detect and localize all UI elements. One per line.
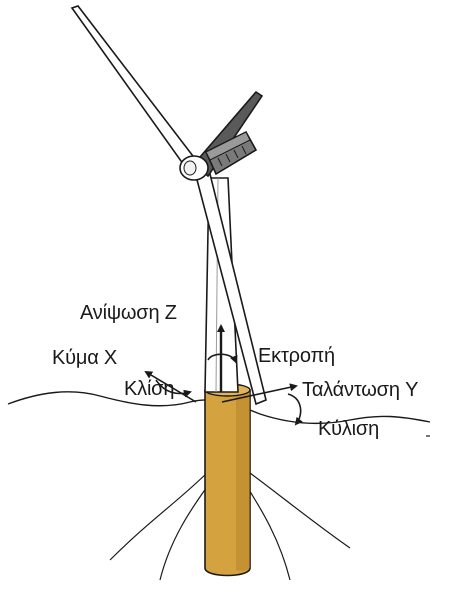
roll-label: Κύλιση: [318, 418, 379, 440]
pitch-label: Κλίση: [124, 378, 174, 400]
surge-label: Κύμα X: [52, 347, 117, 369]
sway-label: Ταλάντωση Y: [302, 379, 418, 401]
hub-cap: [184, 161, 196, 175]
roll-arrow: [288, 394, 301, 424]
yaw-label: Εκτροπή: [258, 345, 335, 367]
heave-label: Ανίψωση Z: [80, 302, 177, 324]
blade-upper: [72, 6, 196, 168]
floating-foundation: [205, 384, 250, 576]
